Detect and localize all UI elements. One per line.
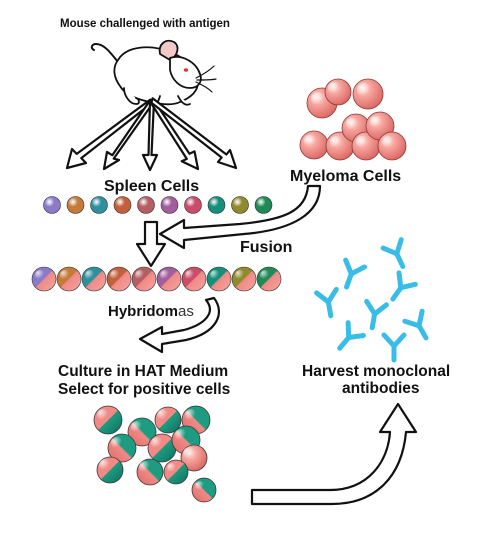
hybridoma-cell (56, 266, 82, 292)
antibody (343, 257, 367, 290)
spleen-cell (66, 196, 85, 214)
spleen-arrow-1 (65, 98, 154, 170)
spleen-arrow-2 (102, 98, 155, 171)
spleen-cell (207, 196, 226, 214)
spleen-cell (160, 196, 179, 214)
mouse-label: Mouse challenged with antigen (60, 18, 230, 30)
antibody (390, 270, 418, 302)
spleen-cells-label: Spleen Cells (104, 178, 199, 195)
spleen-arrows (65, 97, 238, 172)
hybridoma-cell (231, 266, 257, 292)
myeloma-cell (324, 78, 352, 106)
spleen-cells-row (43, 196, 273, 214)
mouse-whiskers (195, 65, 217, 93)
antibody (364, 298, 389, 331)
harvest-label-line2: antibodies (342, 380, 420, 397)
spleen-cell (113, 196, 132, 214)
mouse-illustration (90, 39, 217, 107)
hybridoma-cell (206, 266, 232, 292)
myeloma-cluster (299, 78, 407, 161)
mouse-eye (183, 68, 189, 72)
fusion-arrow (158, 184, 322, 250)
spleen-cell (184, 196, 202, 214)
mouse-head (169, 56, 202, 89)
mouse-leg-back (123, 87, 140, 105)
antibody (337, 320, 366, 351)
hybrid-cell (96, 456, 124, 484)
spleen-to-hybridoma-arrow (135, 220, 167, 268)
hybridoma-cell (31, 266, 57, 292)
myeloma-cell (351, 131, 381, 161)
antibody (402, 308, 429, 341)
hybridomas-label-bold: Hybridom (108, 303, 178, 320)
spleen-cell (231, 196, 249, 214)
harvest-arrow (250, 402, 418, 506)
hybrid-cell (191, 477, 217, 503)
culture-label-line2: Select for positive cells (58, 381, 230, 398)
myeloma-cell (299, 130, 329, 160)
hybridoma-cell (81, 266, 107, 292)
hybridomas-label-light: as (178, 303, 194, 320)
hybridoma-cell (181, 266, 207, 292)
hybridoma-cell (131, 266, 157, 292)
hybrid-cell (107, 433, 137, 463)
antibodies-group (314, 237, 429, 363)
hybridoma-cell (256, 266, 282, 292)
culture-label-line1: Culture in HAT Medium (58, 363, 228, 380)
fusion-label: Fusion (240, 239, 292, 256)
hybrid-cell (154, 406, 182, 434)
harvest-label-line1: Harvest monoclonal (302, 363, 450, 380)
spleen-cell (43, 196, 61, 214)
myeloma-cell (352, 78, 384, 110)
culture-cluster (93, 405, 217, 503)
spleen-cell (137, 196, 155, 214)
hybridomas-label: Hybridomas (108, 303, 194, 320)
hybrid-cell (180, 444, 208, 472)
hybridoma-cell (106, 266, 132, 292)
mouse-tail (90, 43, 119, 63)
spleen-arrow-3 (141, 99, 159, 172)
myeloma-cells-label: Myeloma Cells (290, 168, 401, 185)
hybridoma-cell (156, 266, 182, 292)
myeloma-cell (377, 131, 407, 161)
hybrid-cell (127, 417, 157, 447)
spleen-arrow-5 (150, 97, 238, 170)
hybrid-cell (163, 459, 189, 485)
hybridoma-cells-row (31, 266, 282, 292)
antibody (314, 286, 339, 319)
hybrid-cell (93, 405, 123, 435)
hybrid-cell (136, 458, 164, 486)
antibody (380, 237, 406, 270)
spleen-cell (90, 196, 108, 214)
antibody (381, 332, 407, 363)
spleen-cell (254, 196, 273, 214)
hybridoma-to-culture-arrow (138, 296, 220, 354)
